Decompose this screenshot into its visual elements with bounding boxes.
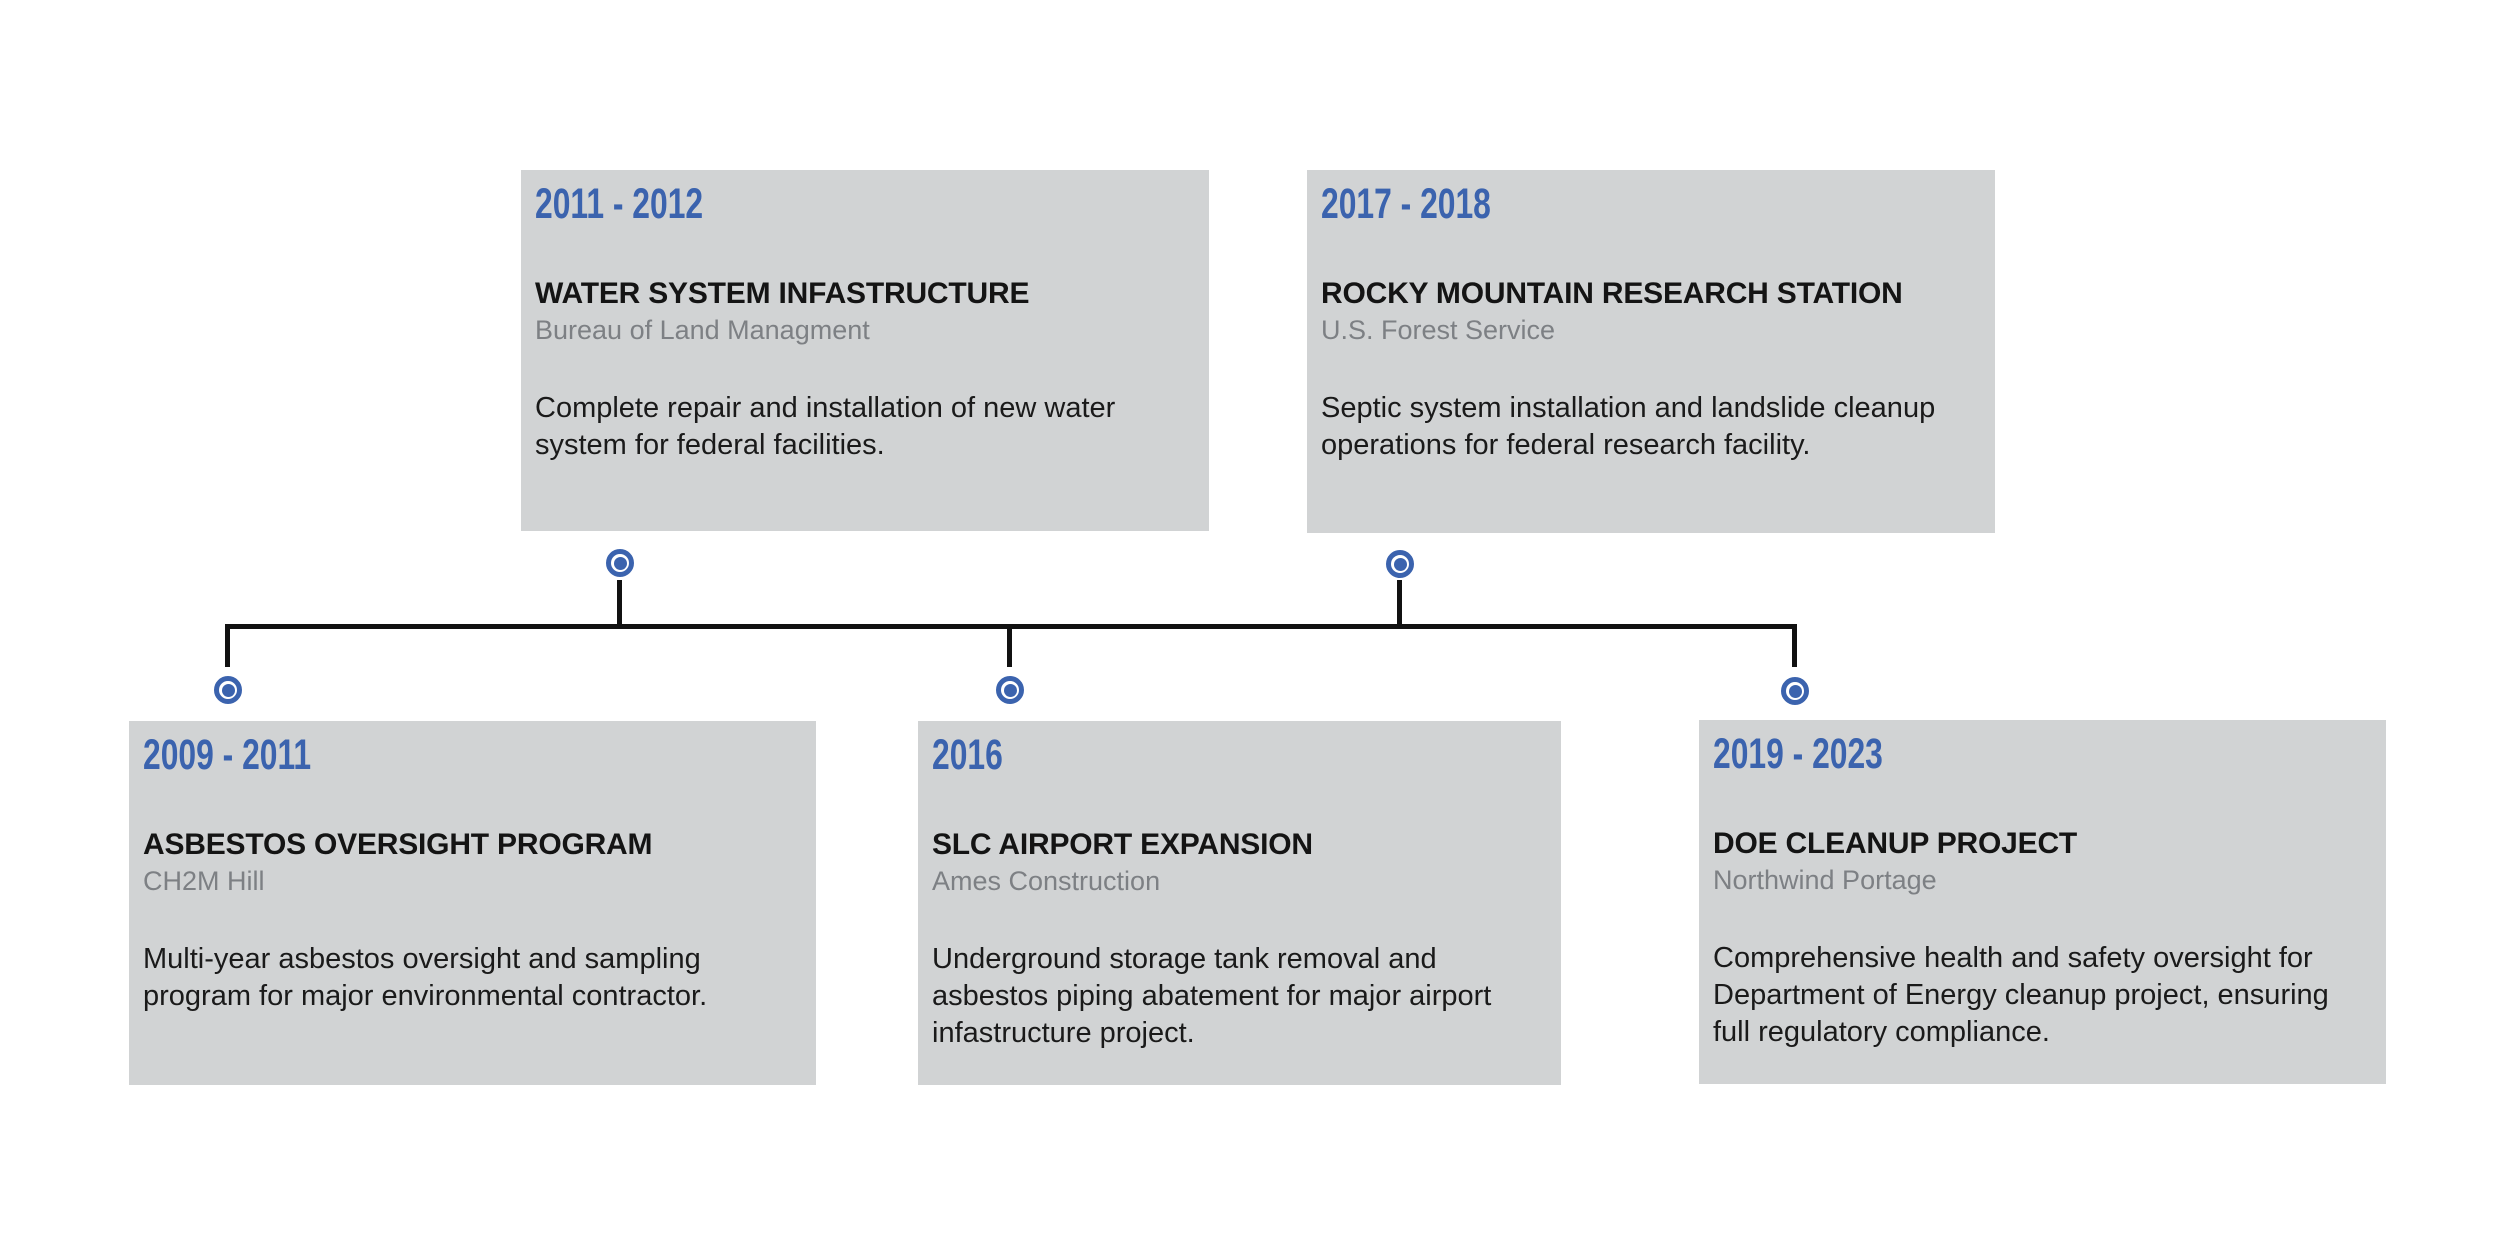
card-title: DOE CLEANUP PROJECT <box>1713 827 2078 860</box>
card-year: 2017 - 2018 <box>1321 180 1491 228</box>
timeline-card-2011-2012: 2011 - 2012 WATER SYSTEM INFASTRUCTURE B… <box>521 170 1209 531</box>
timeline-card-2009-2011: 2009 - 2011 ASBESTOS OVERSIGHT PROGRAM C… <box>129 721 816 1085</box>
timeline-card-2019-2023: 2019 - 2023 DOE CLEANUP PROJECT Northwin… <box>1699 720 2386 1084</box>
card-year: 2011 - 2012 <box>535 180 704 228</box>
card-organization: Bureau of Land Managment <box>535 315 870 345</box>
card-description: Multi-year asbestos oversight and sampli… <box>143 943 708 1012</box>
card-title: SLC AIRPORT EXPANSION <box>932 828 1313 861</box>
card-organization: Northwind Portage <box>1713 865 1937 895</box>
timeline-stem-2019-2023 <box>1792 629 1797 667</box>
timeline-card-2016: 2016 SLC AIRPORT EXPANSION Ames Construc… <box>918 721 1561 1085</box>
timeline-stem-2009-2011 <box>225 627 230 667</box>
card-year: 2009 - 2011 <box>143 731 312 779</box>
card-description: Underground storage tank removal and asb… <box>932 943 1492 1049</box>
concentric-circle-icon <box>1781 677 1809 705</box>
card-organization: Ames Construction <box>932 866 1161 896</box>
card-organization: U.S. Forest Service <box>1321 315 1556 345</box>
timeline-stem-2017-2018 <box>1397 580 1402 628</box>
card-year: 2016 <box>932 731 1003 779</box>
concentric-circle-icon <box>214 676 242 704</box>
concentric-circle-icon <box>996 676 1024 704</box>
card-description: Comprehensive health and safety oversigh… <box>1713 942 2329 1048</box>
card-title: ROCKY MOUNTAIN RESEARCH STATION <box>1321 277 1903 310</box>
concentric-circle-icon <box>1386 550 1414 578</box>
timeline-stem-2016 <box>1007 629 1012 667</box>
card-title: ASBESTOS OVERSIGHT PROGRAM <box>143 828 653 861</box>
timeline-axis-line <box>225 624 1797 629</box>
card-title: WATER SYSTEM INFASTRUCTURE <box>535 277 1030 310</box>
timeline-card-2017-2018: 2017 - 2018 ROCKY MOUNTAIN RESEARCH STAT… <box>1307 170 1995 533</box>
timeline-stem-2011-2012 <box>617 580 622 628</box>
card-organization: CH2M Hill <box>143 866 265 896</box>
card-year: 2019 - 2023 <box>1713 730 1883 778</box>
card-description: Complete repair and installation of new … <box>535 392 1116 461</box>
card-description: Septic system installation and landslide… <box>1321 392 1936 461</box>
concentric-circle-icon <box>606 549 634 577</box>
